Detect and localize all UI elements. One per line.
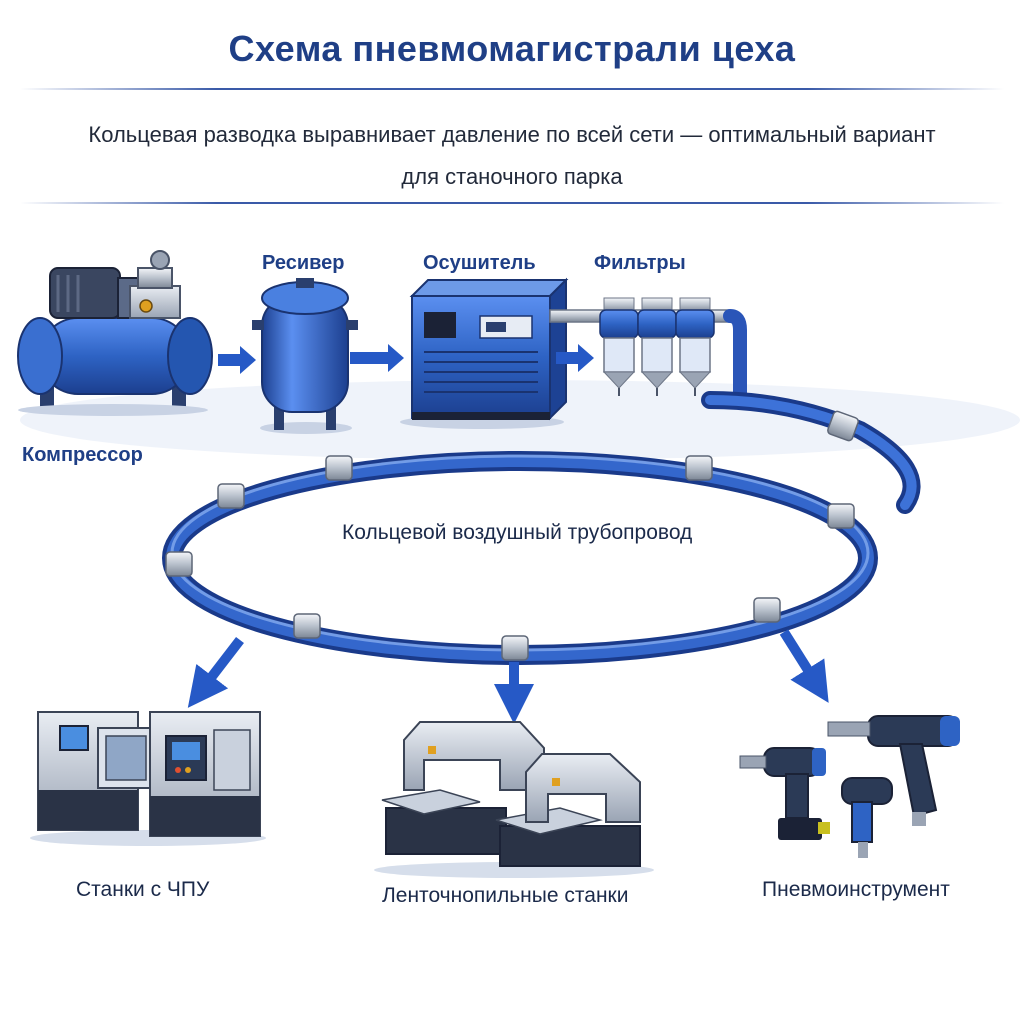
dryer-label: Осушитель — [423, 252, 536, 274]
cnc-label: Станки с ЧПУ — [76, 878, 210, 901]
air-drill-icon — [827, 715, 960, 826]
coupling — [827, 410, 859, 442]
coupling — [827, 503, 855, 529]
compressor-icon — [17, 250, 213, 416]
coupling — [685, 455, 713, 481]
title-divider — [20, 88, 1004, 90]
coupling — [217, 483, 245, 509]
drill-icon — [739, 747, 830, 840]
dryer-icon — [400, 277, 569, 429]
branch-arrows — [187, 629, 829, 724]
filter-unit-2 — [637, 297, 677, 396]
arrow-to-cnc — [187, 636, 244, 708]
ring-pipeline-label: Кольцевой воздушный трубопровод — [342, 521, 693, 544]
flow-arrows — [218, 344, 594, 374]
receiver-label: Ресивер — [262, 252, 345, 274]
coupling — [165, 551, 193, 577]
subtitle-line-2: для станочного парка — [401, 164, 623, 189]
bandsaw-label: Ленточнопильные станки — [382, 884, 629, 907]
filters-label: Фильтры — [594, 252, 686, 274]
bandsaw-machines-icon — [374, 721, 654, 878]
subtitle-line-1: Кольцевая разводка выравнивает давление … — [88, 122, 936, 147]
subtitle-divider — [20, 202, 1004, 204]
impact-wrench-icon — [841, 777, 893, 858]
coupling — [501, 635, 529, 661]
coupling — [753, 597, 781, 623]
filter-unit-3 — [675, 297, 715, 396]
page-title: Схема пневмомагистрали цеха — [228, 28, 796, 69]
coupling — [325, 455, 353, 481]
arrow-receiver-to-dryer — [350, 344, 404, 372]
receiver-icon — [252, 278, 358, 434]
pipe-couplings — [165, 410, 859, 661]
coupling — [293, 613, 321, 639]
filter-unit-1 — [599, 297, 639, 396]
cnc-machines-icon — [30, 711, 266, 846]
arrow-dryer-to-filters — [556, 344, 594, 372]
arrow-to-tools — [779, 629, 829, 703]
arrow-compressor-to-receiver — [218, 346, 256, 374]
subtitle: Кольцевая разводка выравнивает давление … — [20, 114, 1004, 198]
compressor-label: Компрессор — [22, 444, 143, 466]
tools-label: Пневмоинструмент — [762, 878, 950, 901]
pneumatic-tools-icon — [739, 715, 960, 858]
